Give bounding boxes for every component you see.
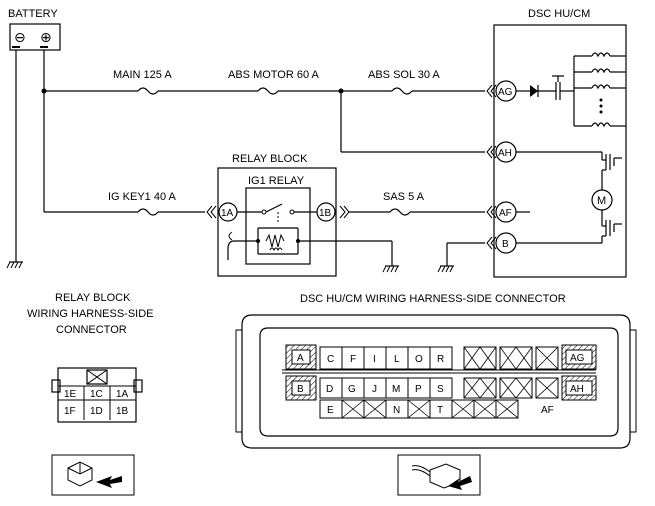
battery-negative-terminal: ⊖	[14, 29, 26, 45]
dsc-pin-m: M	[392, 384, 400, 395]
dsc-pin-a: A	[297, 353, 304, 364]
terminal-1a-label: 1A	[221, 208, 234, 219]
dsc-connector-title: DSC HU/CM WIRING HARNESS-SIDE CONNECTOR	[300, 293, 566, 305]
ig-key-wire: IG KEY1 40 A	[44, 191, 217, 219]
abs-motor-fuse: ABS MOTOR 60 A	[228, 69, 320, 95]
sas-wire: SAS 5 A	[339, 191, 485, 219]
dsc-harness-connector: DSC HU/CM WIRING HARNESS-SIDE CONNECTOR …	[235, 293, 637, 496]
dsc-pin-n: N	[393, 405, 400, 416]
sas-fuse-label: SAS 5 A	[383, 191, 425, 203]
terminal-af-label: AF	[499, 208, 512, 219]
main-fuse: MAIN 125 A	[113, 69, 172, 95]
dsc-pin-af: AF	[541, 405, 554, 416]
dsc-hu-cm-unit: DSC HU/CM AG AH AF B	[486, 8, 627, 278]
dsc-pin-f: F	[350, 354, 356, 365]
dsc-connector-view-icon	[397, 454, 481, 496]
dsc-unit-box	[493, 24, 627, 278]
dsc-pin-r: R	[437, 354, 444, 365]
ig-key1-fuse-label: IG KEY1 40 A	[108, 191, 177, 203]
motor-label: M	[597, 195, 606, 207]
abs-sol-fuse: ABS SOL 30 A	[368, 69, 440, 95]
dsc-connector-row2: B D G J M P S	[285, 375, 597, 401]
dsc-empty-pins-row2	[463, 377, 559, 399]
main-fuse-label: MAIN 125 A	[113, 69, 172, 81]
solenoid-coils-icon	[574, 52, 626, 128]
dsc-pin-i: I	[373, 354, 376, 365]
relay-block: RELAY BLOCK IG1 RELAY 1A 1B	[217, 153, 399, 277]
relay-block-box	[217, 167, 337, 277]
dsc-pin-t: T	[437, 405, 443, 416]
battery-label: BATTERY	[8, 8, 58, 20]
dsc-pin-l: L	[394, 354, 400, 365]
relay-block-connector: RELAY BLOCK WIRING HARNESS-SIDE CONNECTO…	[27, 292, 154, 496]
relay-connector-view-icon	[51, 454, 135, 496]
dsc-pin-d: D	[326, 384, 333, 395]
dsc-pin-e: E	[327, 405, 334, 416]
dsc-pin-g: G	[348, 384, 356, 395]
abs-sol-fuse-label: ABS SOL 30 A	[368, 69, 440, 81]
dsc-pin-o: O	[415, 354, 423, 365]
battery-body	[9, 23, 61, 51]
relay-pin-1d: 1D	[90, 406, 103, 417]
dsc-pin-c: C	[327, 354, 334, 365]
abs-motor-fuse-label: ABS MOTOR 60 A	[228, 69, 320, 81]
dsc-pin-ag: AG	[570, 353, 585, 364]
ig1-relay-box	[245, 187, 311, 265]
relay-pin-1f: 1F	[64, 406, 76, 417]
relay-pin-1c: 1C	[90, 389, 103, 400]
terminal-ah-label: AH	[498, 148, 512, 159]
dsc-connector-row3: E N T AF	[319, 399, 554, 419]
terminal-1b-label: 1B	[319, 208, 332, 219]
battery: BATTERY ⊖ ⊕	[8, 8, 61, 51]
relay-connector-title-3: CONNECTOR	[56, 324, 127, 336]
relay-pin-1b: 1B	[116, 406, 129, 417]
relay-connector-title-2: WIRING HARNESS-SIDE	[27, 308, 154, 320]
dsc-pin-s: S	[437, 384, 444, 395]
relay-block-label: RELAY BLOCK	[232, 153, 308, 165]
relay-pin-1e: 1E	[64, 389, 77, 400]
ig1-relay-label: IG1 RELAY	[248, 175, 305, 187]
relay-connector-title-1: RELAY BLOCK	[55, 292, 131, 304]
dsc-unit-title: DSC HU/CM	[528, 8, 590, 20]
terminal-b-label: B	[502, 239, 509, 250]
diode-icon	[530, 85, 538, 97]
dsc-pin-ah: AH	[570, 384, 584, 395]
dsc-ground-wire	[437, 242, 485, 273]
dsc-pin-b: B	[297, 384, 304, 395]
dsc-pin-p: P	[415, 384, 422, 395]
main-power-wire	[41, 50, 485, 212]
dsc-connector-row1: A C F I L O R	[285, 344, 597, 370]
relay-pin-1a: 1A	[116, 389, 129, 400]
ground-wire-battery	[6, 50, 23, 269]
battery-positive-terminal: ⊕	[40, 29, 52, 45]
terminal-ag-label: AG	[498, 87, 513, 98]
dsc-pin-j: J	[372, 384, 377, 395]
dsc-empty-pins-row1	[463, 346, 559, 370]
